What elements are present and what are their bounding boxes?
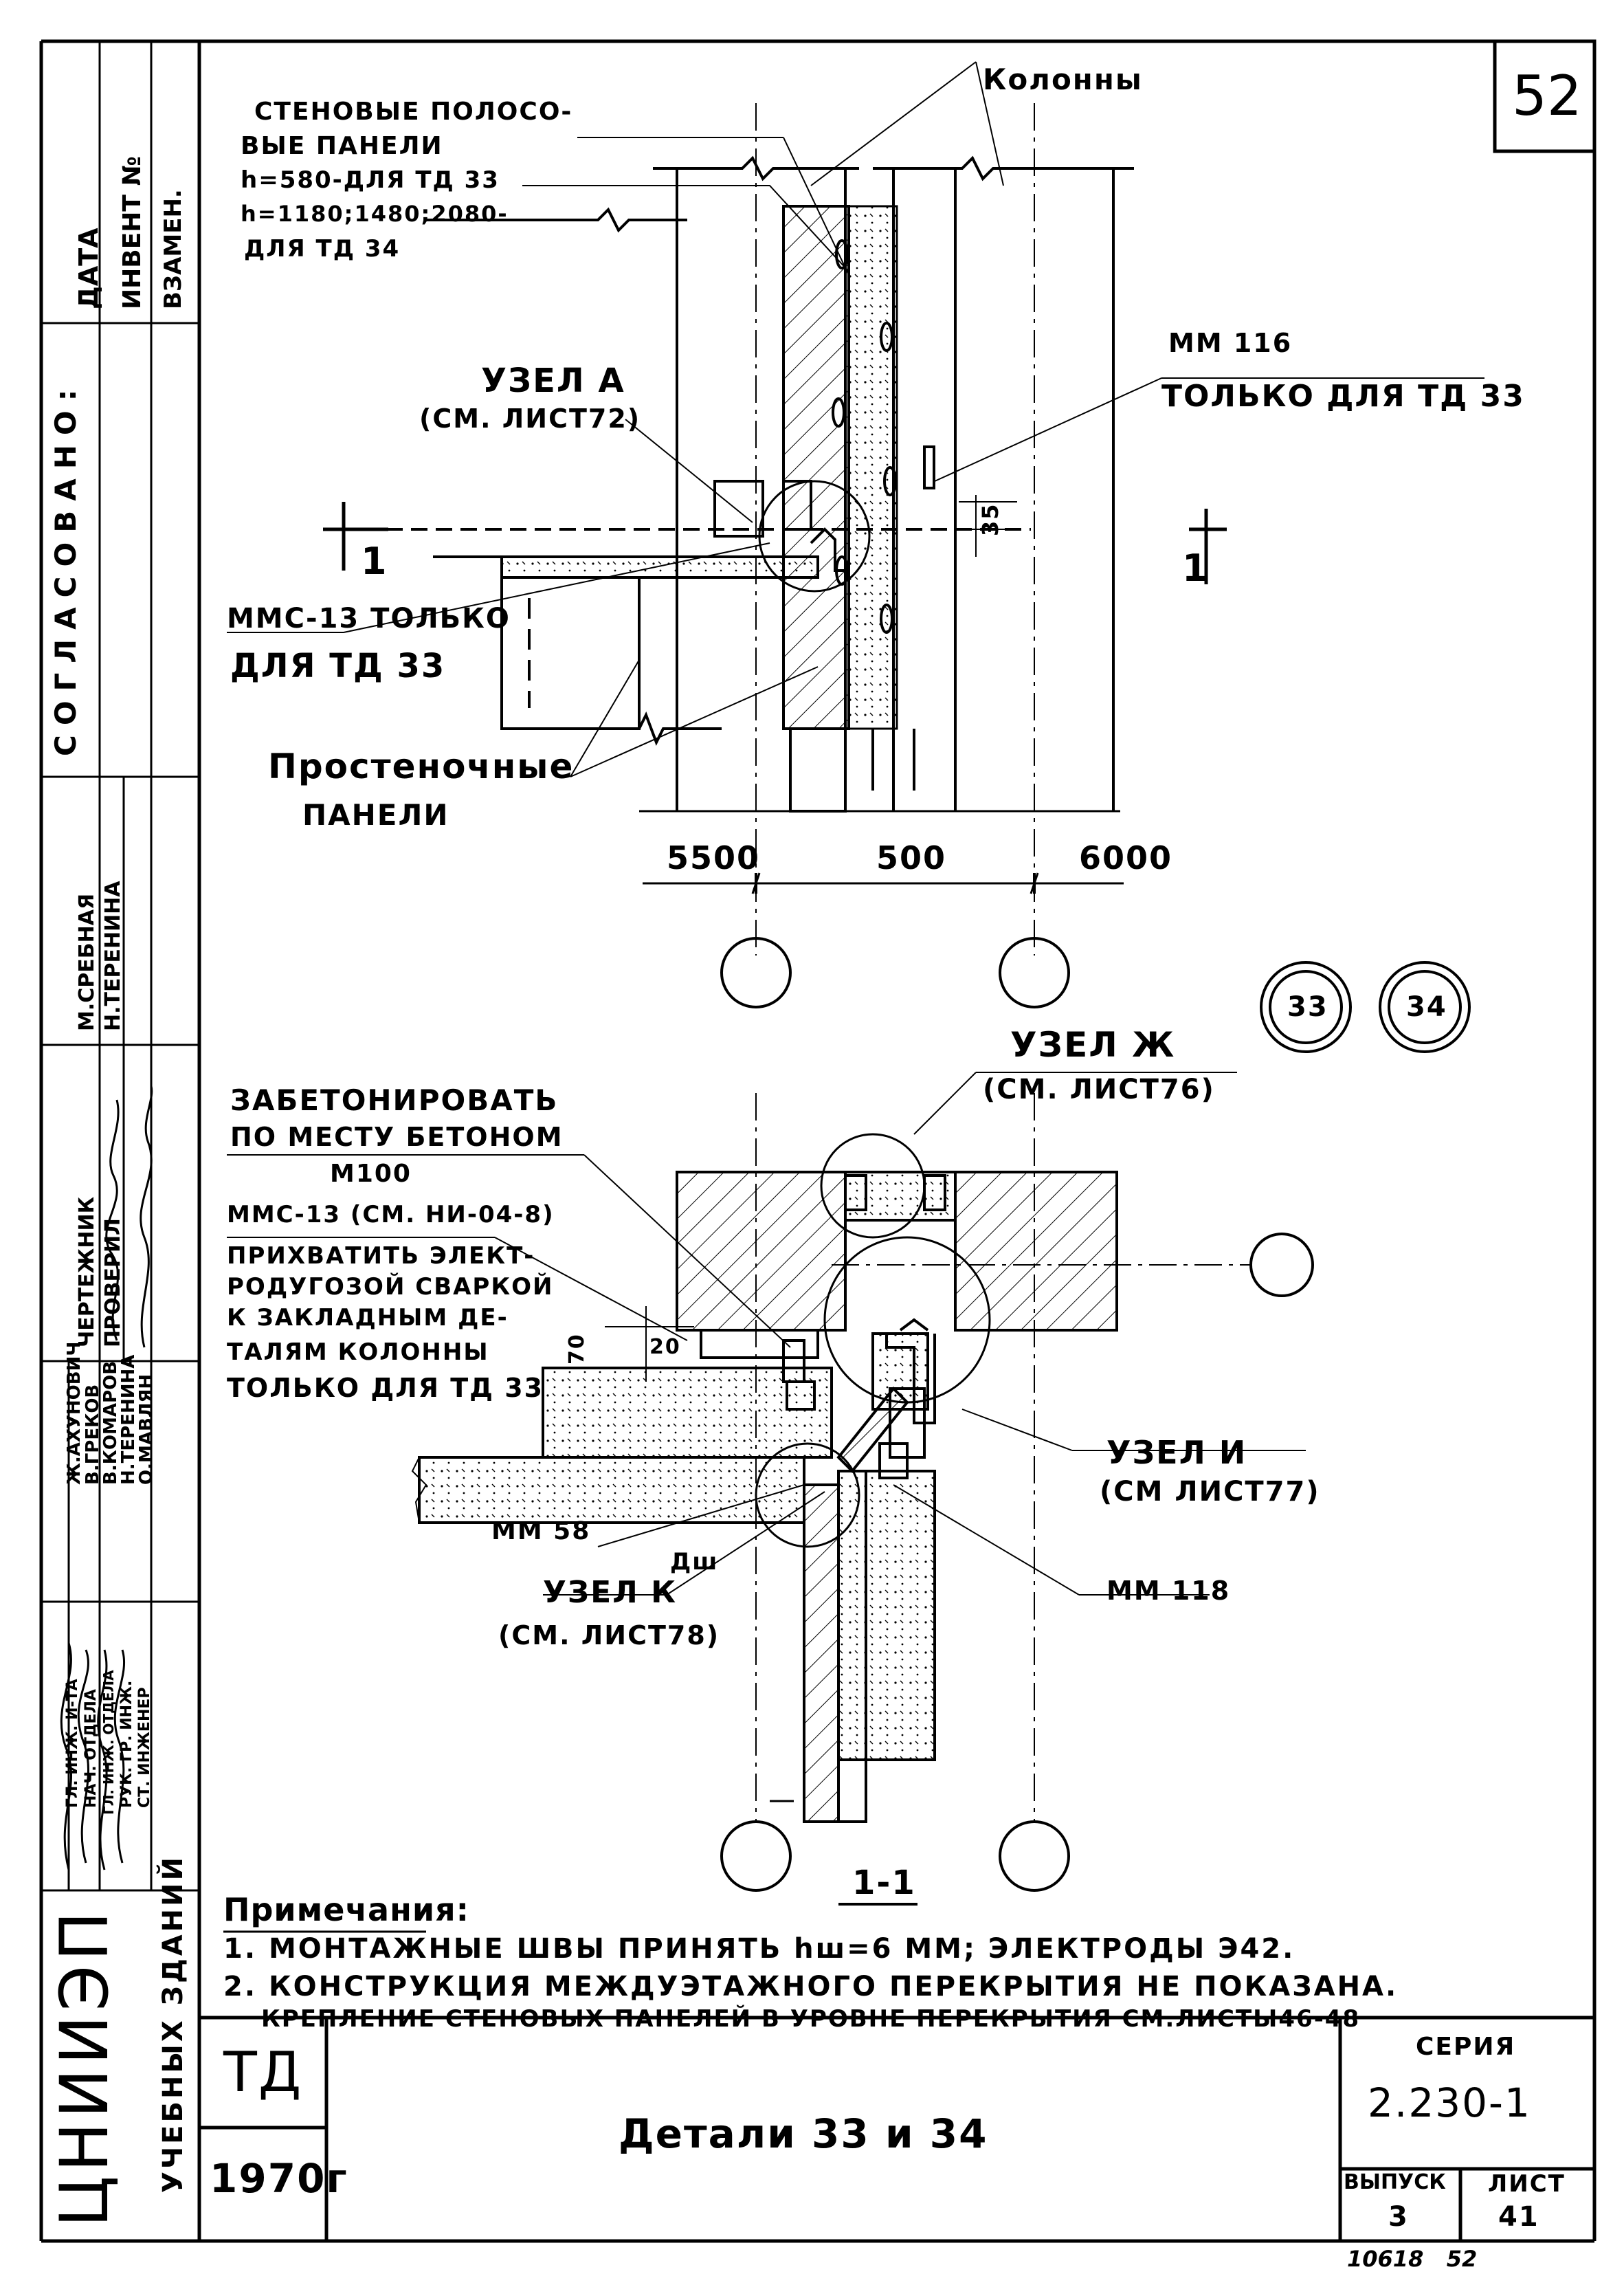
section-mark-right: 1 [1182,547,1210,590]
wall-panels-line: ДЛЯ ТД 34 [244,235,401,263]
issue-value: 3 [1388,2201,1409,2233]
section-title: 1-1 [852,1864,916,1902]
org-big: ЦНИИЭП [46,1907,123,2227]
pier-panels-title: Простеночные [268,747,575,786]
mms13-bottom-line: К ЗАКЛАДНЫМ ДЕ- [227,1304,509,1332]
plan-section [227,1072,1314,1892]
label-mm58: ММ 58 [491,1517,591,1545]
drawn-name: М.СРЕБНАЯ [75,893,99,1031]
mms13-bottom-line: ТОЛЬКО ДЛЯ ТД 33 [227,1373,544,1403]
title-block-year: 1970г [210,2155,348,2202]
wall-panels-line: ВЫЕ ПАНЕЛИ [241,132,443,160]
label-dsh: Дш [670,1548,719,1576]
node-i-ref: (СМ ЛИСТ77) [1100,1476,1320,1508]
dim-5500: 5500 [667,839,761,876]
wall-panels-line: h=580-ДЛЯ ТД 33 [241,166,500,194]
footer-stamp: 10618 52 [1347,2246,1478,2272]
circle-34-label: 34 [1406,991,1447,1023]
elevation-view [227,61,1484,1008]
mms13-top-note: ДЛЯ ТД 33 [230,647,446,685]
agreed-label: СОГЛАСОВАНО: [49,379,82,756]
title-block-title: Детали 33 и 34 [619,2110,988,2157]
dim-70: 70 [565,1333,589,1365]
series-label: СЕРИЯ [1416,2033,1516,2061]
node-zh-ref: (СМ. ЛИСТ76) [983,1074,1215,1105]
concrete-line: ПО МЕСТУ БЕТОНОМ [230,1122,564,1152]
label-mm118: ММ 118 [1106,1576,1231,1606]
sheet-value: 41 [1498,2201,1539,2233]
field-replace: ВЗАМЕН. [159,189,187,309]
pier-panels-sub: ПАНЕЛИ [302,798,449,832]
mms13-bottom-line: ПРИХВАТИТЬ ЭЛЕКТ- [227,1242,535,1270]
detail-circles [1260,961,1471,1053]
node-i-title: УЗЕЛ И [1106,1434,1247,1471]
mms13-top-title: ММС-13 ТОЛЬКО [227,603,511,634]
sheet-frame [39,39,1597,2243]
section-mark-left: 1 [361,540,388,583]
sheet-number: 52 [1512,64,1582,128]
wall-panels-line: h=1180;1480;2080- [241,201,509,227]
note-item: 2. КОНСТРУКЦИЯ МЕЖДУЭТАЖНОГО ПЕРЕКРЫТИЯ … [223,1971,1399,2002]
note-item: КРЕПЛЕНИЕ СТЕНОВЫХ ПАНЕЛЕЙ В УРОВНЕ ПЕРЕ… [261,2005,1361,2033]
note-item: 1. МОНТАЖНЫЕ ШВЫ ПРИНЯТЬ hш=6 ММ; ЭЛЕКТР… [223,1933,1295,1965]
title-block-grid [199,2016,1594,2241]
dim-6000: 6000 [1079,839,1173,876]
node-a-title: УЗЕЛ А [481,362,625,400]
circle-33-label: 33 [1287,991,1328,1023]
org-small: УЧЕБНЫХ ЗДАНИЙ [157,1854,189,2193]
node-zh-title: УЗЕЛ Ж [1010,1025,1176,1065]
signatures [60,1085,153,1870]
mm116-note: ТОЛЬКО ДЛЯ ТД 33 [1161,379,1525,414]
issue-label: ВЫПУСК [1344,2170,1446,2194]
dim-500: 500 [876,839,947,876]
sheet-label: ЛИСТ [1488,2170,1566,2198]
left-margin-grid [41,41,199,1892]
node-k-ref: (СМ. ЛИСТ78) [498,1620,720,1651]
checked-name: Н.ТЕРЕНИНА [101,881,125,1031]
node-a-ref: (СМ. ЛИСТ72) [419,404,641,434]
title-block-code: ТД [223,2040,303,2104]
mms13-bottom-line: ММС-13 (СМ. НИ-04-8) [227,1201,555,1228]
field-invent: ИНВЕНТ № [118,156,146,309]
mms13-bottom-line: РОДУГОЗОЙ СВАРКОЙ [227,1273,554,1301]
concrete-line: ЗАБЕТОНИРОВАТЬ [230,1083,559,1117]
series-value: 2.230-1 [1368,2079,1531,2126]
concrete-line: М100 [330,1160,412,1188]
notes-heading: Примечания: [223,1891,470,1928]
node-k-title: УЗЕЛ К [543,1575,678,1610]
wall-panels-line: СТЕНОВЫЕ ПОЛОСО- [254,98,573,126]
field-date: ДАТА [74,228,104,309]
dim-35: 35 [977,503,1003,536]
label-columns: Колонны [983,63,1143,96]
dim-20: 20 [649,1335,681,1359]
mms13-bottom-line: ТАЛЯМ КОЛОННЫ [227,1338,489,1366]
mm116-title: ММ 116 [1168,328,1293,358]
